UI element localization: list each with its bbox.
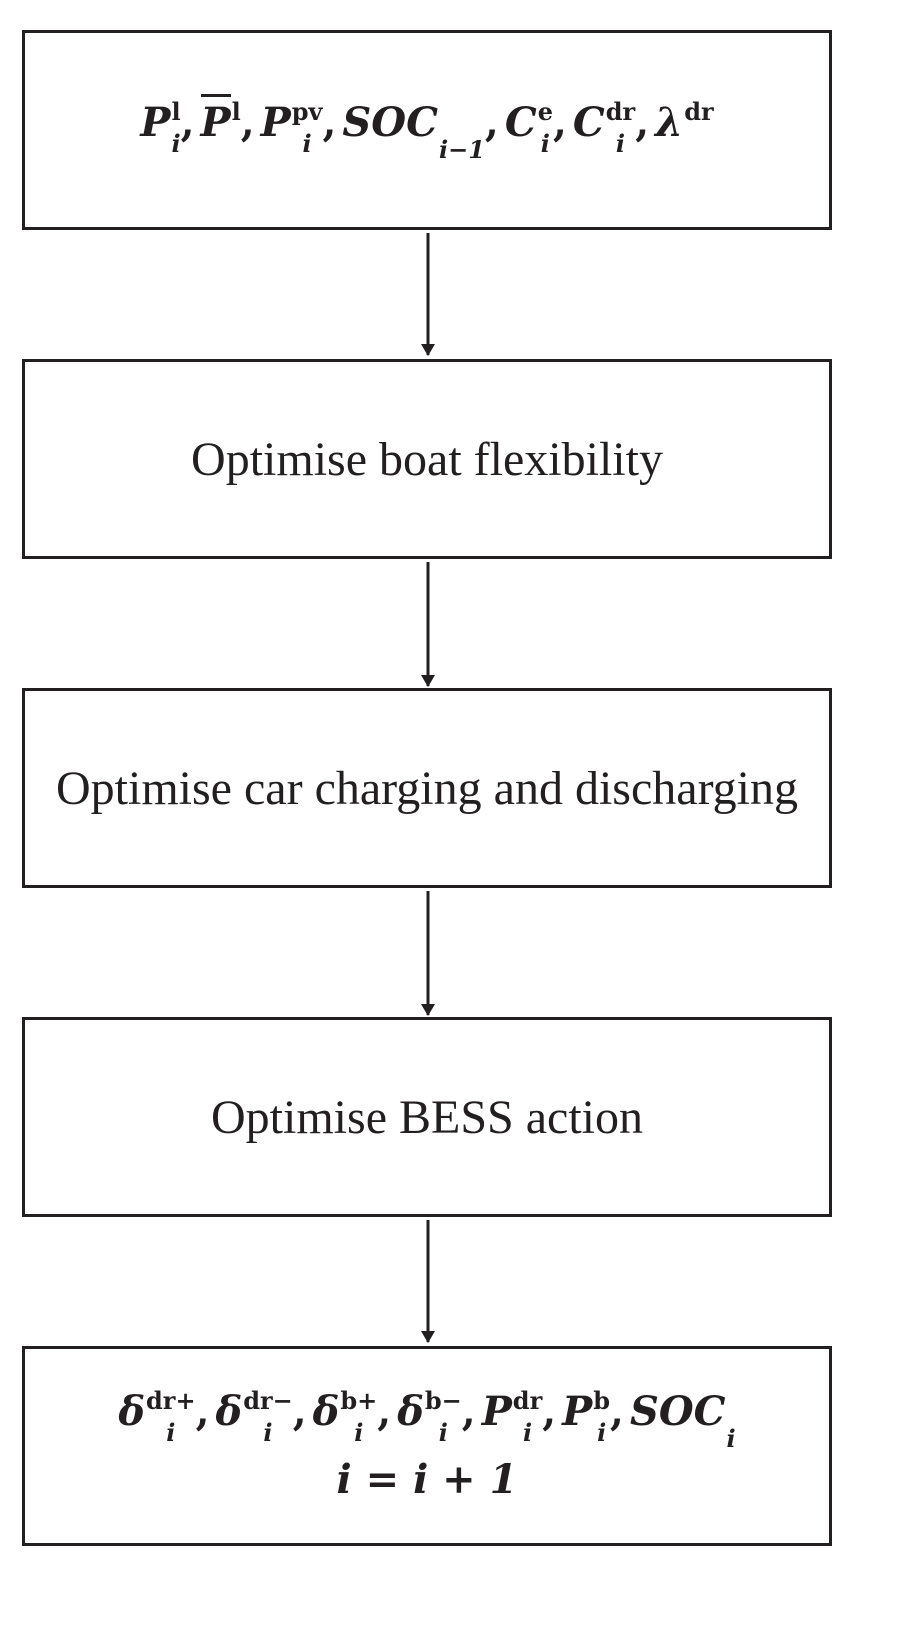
- optimise-car-box: Optimise car charging and discharging: [22, 688, 832, 888]
- output-separator: ,: [610, 1388, 624, 1435]
- input-term-subscript: i: [540, 129, 550, 158]
- output-term-scripts: dr i: [513, 1389, 542, 1447]
- input-term-base: SOC: [342, 99, 438, 146]
- input-term-scripts: l: [232, 100, 241, 130]
- output-separator: ,: [377, 1388, 392, 1435]
- input-term-superscript: pv: [291, 97, 323, 126]
- output-term-scripts: dr+ i: [146, 1389, 196, 1447]
- input-term-superscript: e: [537, 97, 553, 126]
- input-separator: ,: [484, 99, 499, 146]
- optimise-bess-label: Optimise BESS action: [211, 1090, 643, 1144]
- output-term-subscript: i: [166, 1418, 176, 1447]
- output-term-base: δ: [215, 1388, 243, 1435]
- input-term-scripts: pv i: [292, 100, 323, 158]
- output-term-base: δ: [118, 1388, 146, 1435]
- input-separator: ,: [180, 99, 195, 146]
- output-term-subscript: i: [438, 1418, 448, 1447]
- input-term-scripts: i−1: [438, 122, 485, 164]
- input-term-subscript: i: [615, 129, 626, 158]
- optimise-boat-box: Optimise boat flexibility: [22, 359, 832, 559]
- output-term-subscript: i: [726, 1424, 736, 1453]
- input-term-subscript: i: [171, 129, 181, 158]
- output-separator: ,: [461, 1388, 476, 1435]
- input-term-base: λ: [655, 99, 684, 146]
- input-term-superscript: dr: [605, 97, 636, 126]
- input-term-base: P: [200, 94, 231, 146]
- output-separator: ,: [195, 1388, 210, 1435]
- output-term-scripts: i: [726, 1411, 736, 1453]
- output-term-subscript: i: [354, 1418, 364, 1447]
- output-term-superscript: b+: [340, 1386, 378, 1415]
- input-term-scripts: dr: [684, 100, 713, 130]
- input-term-superscript: dr: [684, 97, 714, 126]
- input-separator: ,: [240, 99, 255, 146]
- output-term-base: P: [481, 1388, 512, 1435]
- output-term-superscript: dr−: [243, 1386, 293, 1415]
- output-separator: ,: [542, 1388, 557, 1435]
- output-term-subscript: i: [597, 1418, 607, 1447]
- input-separator: ,: [635, 99, 650, 146]
- input-term-base: P: [140, 99, 171, 146]
- input-term-base: C: [572, 99, 605, 146]
- input-term-subscript: i: [302, 129, 312, 158]
- input-term-superscript: l: [231, 97, 241, 126]
- optimise-car-label: Optimise car charging and discharging: [55, 761, 799, 815]
- output-term-scripts: b+ i: [340, 1389, 377, 1447]
- input-separator: ,: [322, 99, 337, 146]
- input-term-scripts: dr i: [606, 100, 635, 158]
- output-term-superscript: dr: [512, 1386, 543, 1415]
- output-term-superscript: b−: [424, 1386, 462, 1415]
- input-term-superscript: l: [171, 97, 181, 126]
- input-term-superscript: [439, 106, 485, 120]
- output-term-superscript: dr+: [146, 1386, 196, 1415]
- output-term-base: P: [562, 1388, 593, 1435]
- output-term-scripts: dr− i: [243, 1389, 293, 1447]
- input-term-subscript: i−1: [438, 135, 485, 164]
- input-term-base: C: [504, 99, 537, 146]
- output-term-scripts: b− i: [425, 1389, 462, 1447]
- output-term-subscript: i: [522, 1418, 533, 1447]
- output-term-superscript: b: [593, 1386, 611, 1415]
- output-term-superscript: [727, 1395, 736, 1409]
- output-separator: ,: [292, 1388, 307, 1435]
- optimise-bess-box: Optimise BESS action: [22, 1017, 832, 1217]
- optimise-boat-label: Optimise boat flexibility: [191, 432, 663, 486]
- output-term-base: δ: [397, 1388, 424, 1435]
- index-update-formula: i = i + 1: [336, 1456, 518, 1503]
- output-term-subscript: i: [263, 1418, 273, 1447]
- output-term-base: SOC: [629, 1388, 726, 1435]
- input-term-base: P: [260, 99, 291, 146]
- output-term-base: δ: [312, 1388, 340, 1435]
- input-separator: ,: [552, 99, 567, 146]
